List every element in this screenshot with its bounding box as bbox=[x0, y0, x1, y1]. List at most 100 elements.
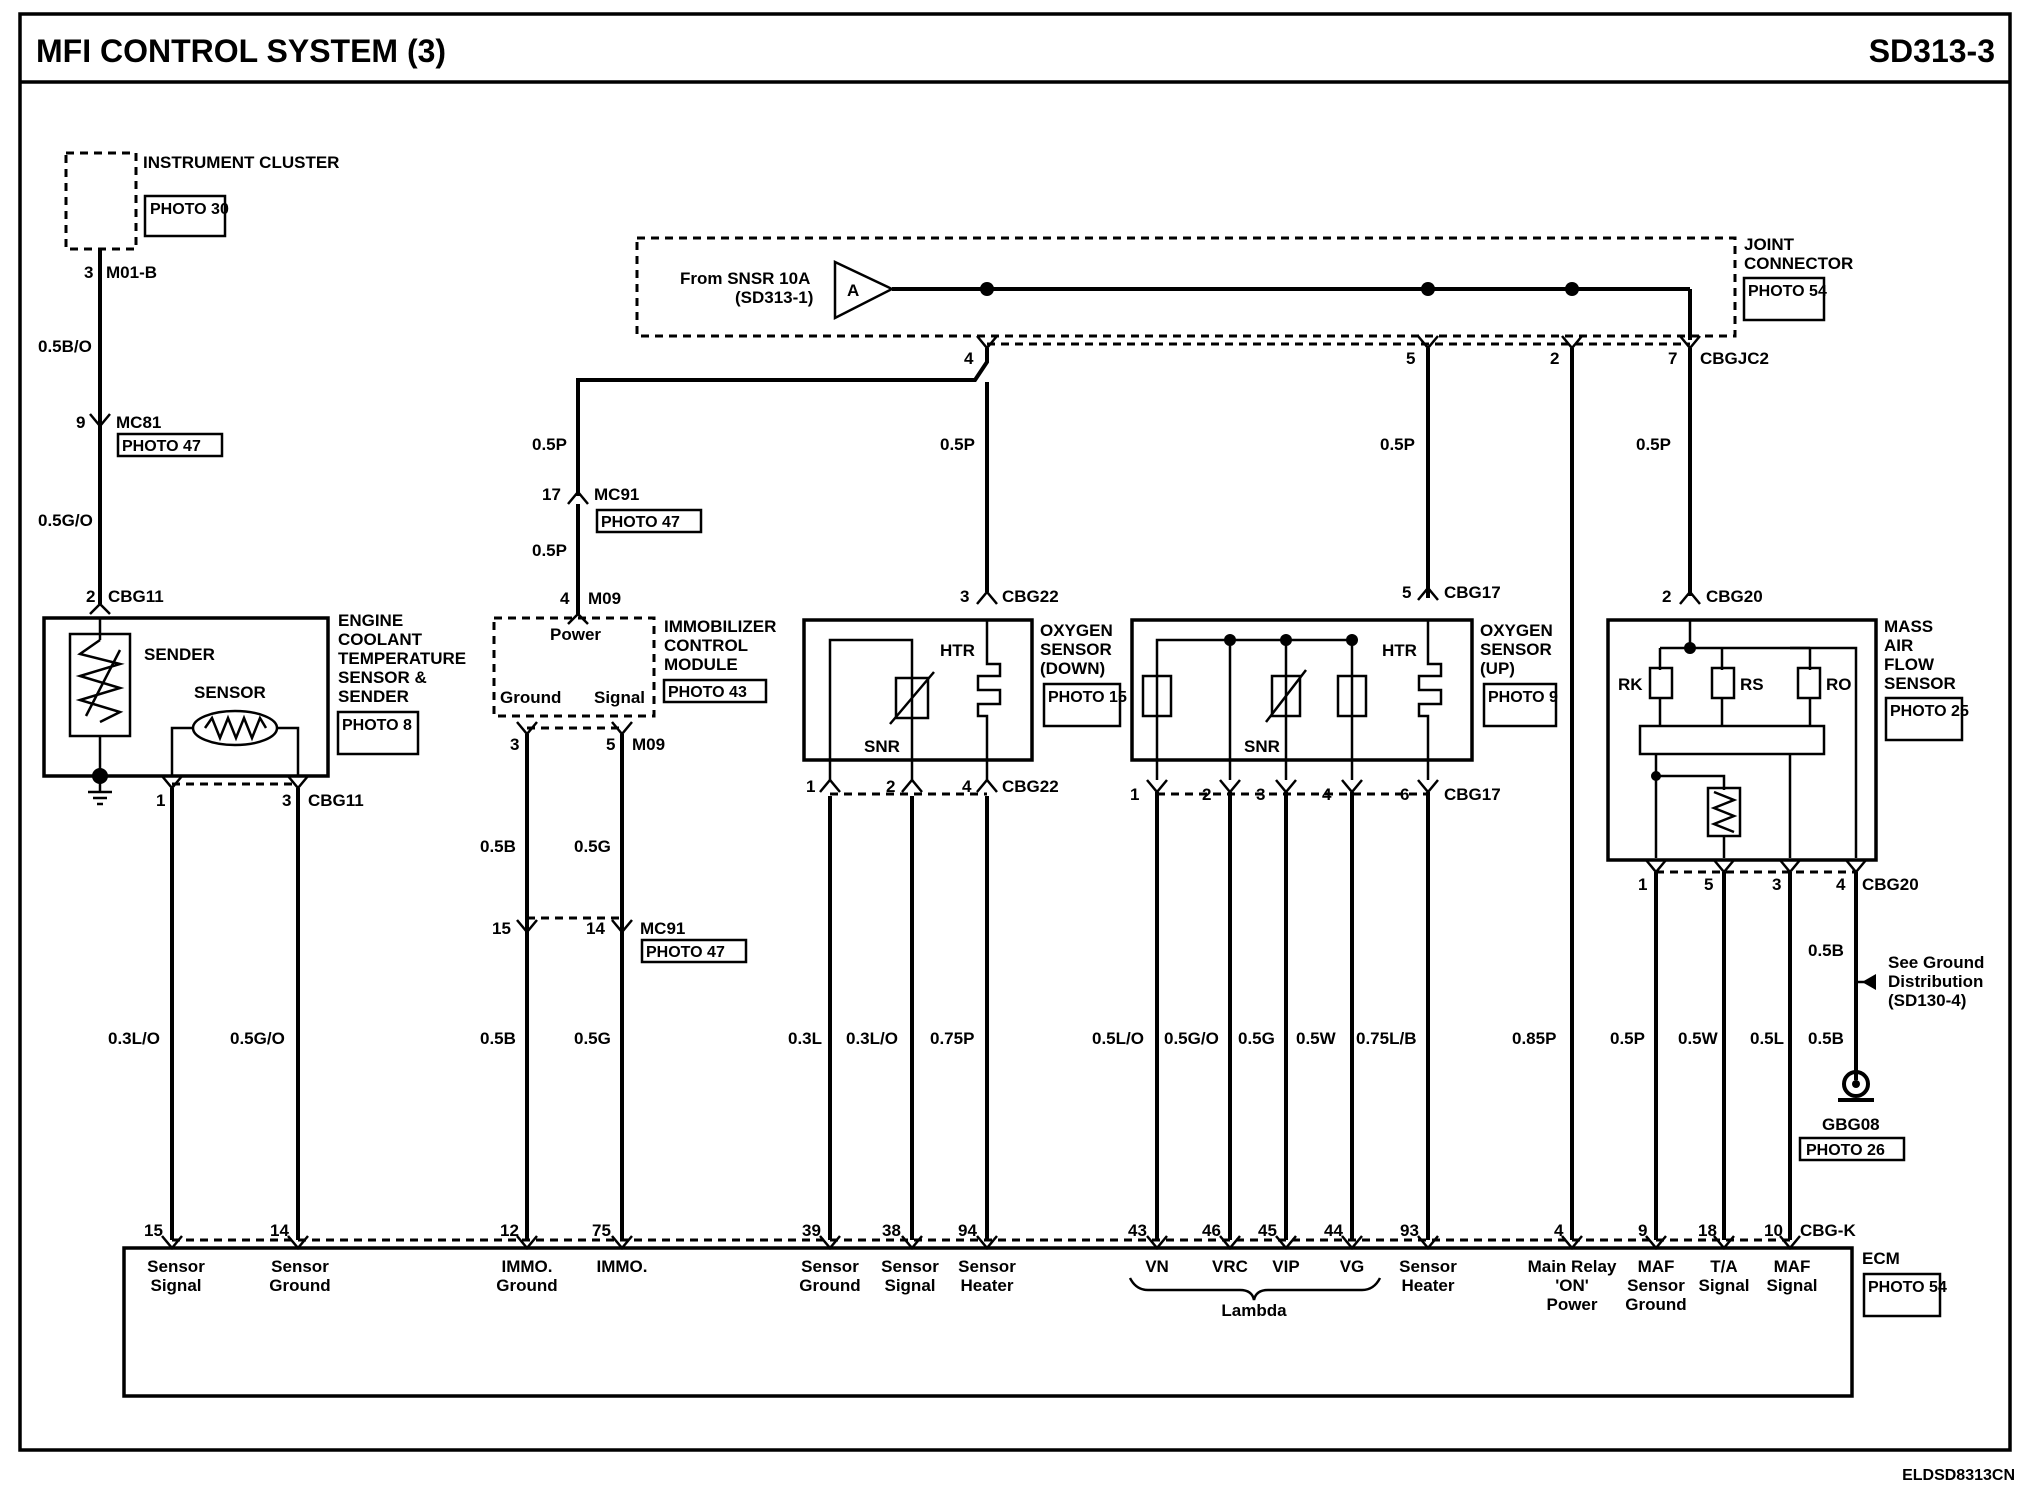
ect-top-connector-symbol bbox=[89, 602, 111, 615]
ecm-label-75: IMMO. bbox=[597, 1257, 648, 1276]
wire-label-0.5L/O: 0.5L/O bbox=[1092, 1029, 1144, 1048]
immo-power-connector: M09 bbox=[588, 589, 621, 608]
wire-label-0.5L: 0.5L bbox=[1750, 1029, 1784, 1048]
ecm-pin-39-symbol bbox=[819, 1235, 841, 1250]
ect-name-4: SENSOR & bbox=[338, 668, 427, 687]
maf-pin5-symbol bbox=[1713, 859, 1735, 874]
ecm-pin-93-symbol bbox=[1417, 1235, 1439, 1250]
wire-label-0.5P-o2down: 0.5P bbox=[940, 435, 975, 454]
mc91-pin15-symbol bbox=[516, 919, 538, 934]
o2down-top-connector: CBG22 bbox=[1002, 587, 1059, 606]
ect-photo-box bbox=[336, 710, 420, 756]
wire-label-0.5G/O-ect: 0.5G/O bbox=[230, 1029, 285, 1048]
ect-name-3: TEMPERATURE bbox=[338, 649, 466, 668]
o2up-bottom-connector: CBG17 bbox=[1444, 785, 1501, 804]
o2down-name-3: (DOWN) bbox=[1040, 659, 1105, 678]
o2up-name-1: OXYGEN bbox=[1480, 621, 1553, 640]
wire-label-0.3L/O-ect: 0.3L/O bbox=[108, 1029, 160, 1048]
ecm-pin-4: 4 bbox=[1554, 1221, 1564, 1240]
o2down-pin2: 2 bbox=[886, 777, 895, 796]
o2up-pin6-symbol bbox=[1417, 779, 1439, 794]
o2down-name-1: OXYGEN bbox=[1040, 621, 1113, 640]
instrument-cluster-photo: PHOTO 30 bbox=[150, 201, 229, 218]
maf-ground-lead bbox=[1654, 754, 1726, 858]
o2up-pin3: 3 bbox=[1256, 785, 1265, 804]
o2down-snr-loop bbox=[828, 638, 914, 780]
o2down-snr-label: SNR bbox=[864, 737, 900, 756]
ect-sensor-label: SENSOR bbox=[194, 683, 266, 702]
wire-joint-immo bbox=[576, 348, 989, 496]
maf-ro-resistor bbox=[1796, 666, 1822, 700]
immo-bottom-connector: M09 bbox=[632, 735, 665, 754]
mc81-connector-symbol bbox=[89, 413, 111, 428]
mc91-photo-box bbox=[595, 508, 703, 534]
o2down-heater bbox=[976, 620, 1002, 780]
ect-sensor-box bbox=[42, 616, 330, 778]
o2down-snr-element bbox=[894, 676, 930, 720]
o2up-name-2: SENSOR bbox=[1480, 640, 1552, 659]
ect-thermistor-lead-left bbox=[170, 726, 193, 776]
maf-pin3-symbol bbox=[1779, 859, 1801, 874]
ecm-name: ECM bbox=[1862, 1249, 1900, 1268]
joint-pin7: 7 bbox=[1668, 349, 1677, 368]
ecm-label-18b: Signal bbox=[1698, 1276, 1749, 1295]
o2up-box bbox=[1130, 618, 1474, 762]
ect-top-connector: CBG11 bbox=[108, 587, 164, 606]
o2down-box bbox=[802, 618, 1034, 762]
immo-name-2: CONTROL bbox=[664, 636, 748, 655]
o2down-photo: PHOTO 15 bbox=[1048, 689, 1127, 706]
ecm-pin-93: 93 bbox=[1400, 1221, 1419, 1240]
wire-label-0.5B/O: 0.5B/O bbox=[38, 337, 92, 356]
o2up-pin6: 6 bbox=[1400, 785, 1409, 804]
ecm-label-38b: Signal bbox=[884, 1276, 935, 1295]
mc91-pin14-symbol bbox=[611, 919, 633, 934]
ecm-label-9c: Ground bbox=[1625, 1295, 1686, 1314]
immo-signal-label: Signal bbox=[594, 688, 645, 707]
ecm-photo-box bbox=[1862, 1272, 1942, 1318]
ecm-label-10a: MAF bbox=[1774, 1257, 1811, 1276]
joint-pin5-symbol bbox=[1417, 335, 1439, 350]
o2up-top-connector: CBG17 bbox=[1444, 583, 1501, 602]
wire-label-0.5G-immo2: 0.5G bbox=[574, 1029, 611, 1048]
ecm-pin-44: 44 bbox=[1324, 1221, 1343, 1240]
ecm-label-lambda: Lambda bbox=[1221, 1301, 1287, 1320]
ecm-pin-75: 75 bbox=[592, 1221, 611, 1240]
instrument-cluster-pin: 3 bbox=[84, 263, 93, 282]
ecm-label-15b: Signal bbox=[150, 1276, 201, 1295]
ecm-label-4b: 'ON' bbox=[1555, 1276, 1589, 1295]
mc91-lower-photo: PHOTO 47 bbox=[646, 944, 725, 961]
mc91-pin17-symbol bbox=[567, 490, 589, 505]
ecm-label-10b: Signal bbox=[1766, 1276, 1817, 1295]
mc81-photo-box bbox=[116, 432, 224, 458]
joint-ref-letter: A bbox=[847, 281, 859, 300]
ecm-pin-18-symbol bbox=[1713, 1235, 1735, 1250]
o2up-htr-label: HTR bbox=[1382, 641, 1417, 660]
ecm-pin-43: 43 bbox=[1128, 1221, 1147, 1240]
ecm-label-vip: VIP bbox=[1272, 1257, 1299, 1276]
wire-label-0.5B-maf1: 0.5B bbox=[1808, 941, 1844, 960]
joint-pin2: 2 bbox=[1550, 349, 1559, 368]
immo-power-pin-symbol bbox=[567, 612, 589, 625]
maf-resistor-leads bbox=[1658, 698, 1812, 726]
ecm-pin-10-symbol bbox=[1779, 1235, 1801, 1250]
o2up-photo: PHOTO 9 bbox=[1488, 689, 1558, 706]
ecm-label-12a: IMMO. bbox=[502, 1257, 553, 1276]
ecm-pin-38-symbol bbox=[901, 1235, 923, 1250]
ecm-pin-18: 18 bbox=[1698, 1221, 1717, 1240]
joint-from-1: From SNSR 10A bbox=[680, 269, 810, 288]
o2up-pin4-symbol bbox=[1341, 779, 1363, 794]
o2up-node-1 bbox=[1224, 634, 1236, 646]
o2up-cell-1 bbox=[1141, 674, 1173, 718]
o2up-cell-2 bbox=[1270, 674, 1302, 718]
mc81-name: MC81 bbox=[116, 413, 161, 432]
ecm-label-15a: Sensor bbox=[147, 1257, 205, 1276]
mc91-pin17: 17 bbox=[542, 485, 561, 504]
o2up-photo-box bbox=[1482, 682, 1558, 728]
maf-pin3: 3 bbox=[1772, 875, 1781, 894]
joint-pin4: 4 bbox=[964, 349, 974, 368]
mc91-pin15: 15 bbox=[492, 919, 511, 938]
ecm-pin-94-symbol bbox=[976, 1235, 998, 1250]
maf-rk-label: RK bbox=[1618, 675, 1643, 694]
wire-label-0.5P-immo2: 0.5P bbox=[532, 541, 567, 560]
